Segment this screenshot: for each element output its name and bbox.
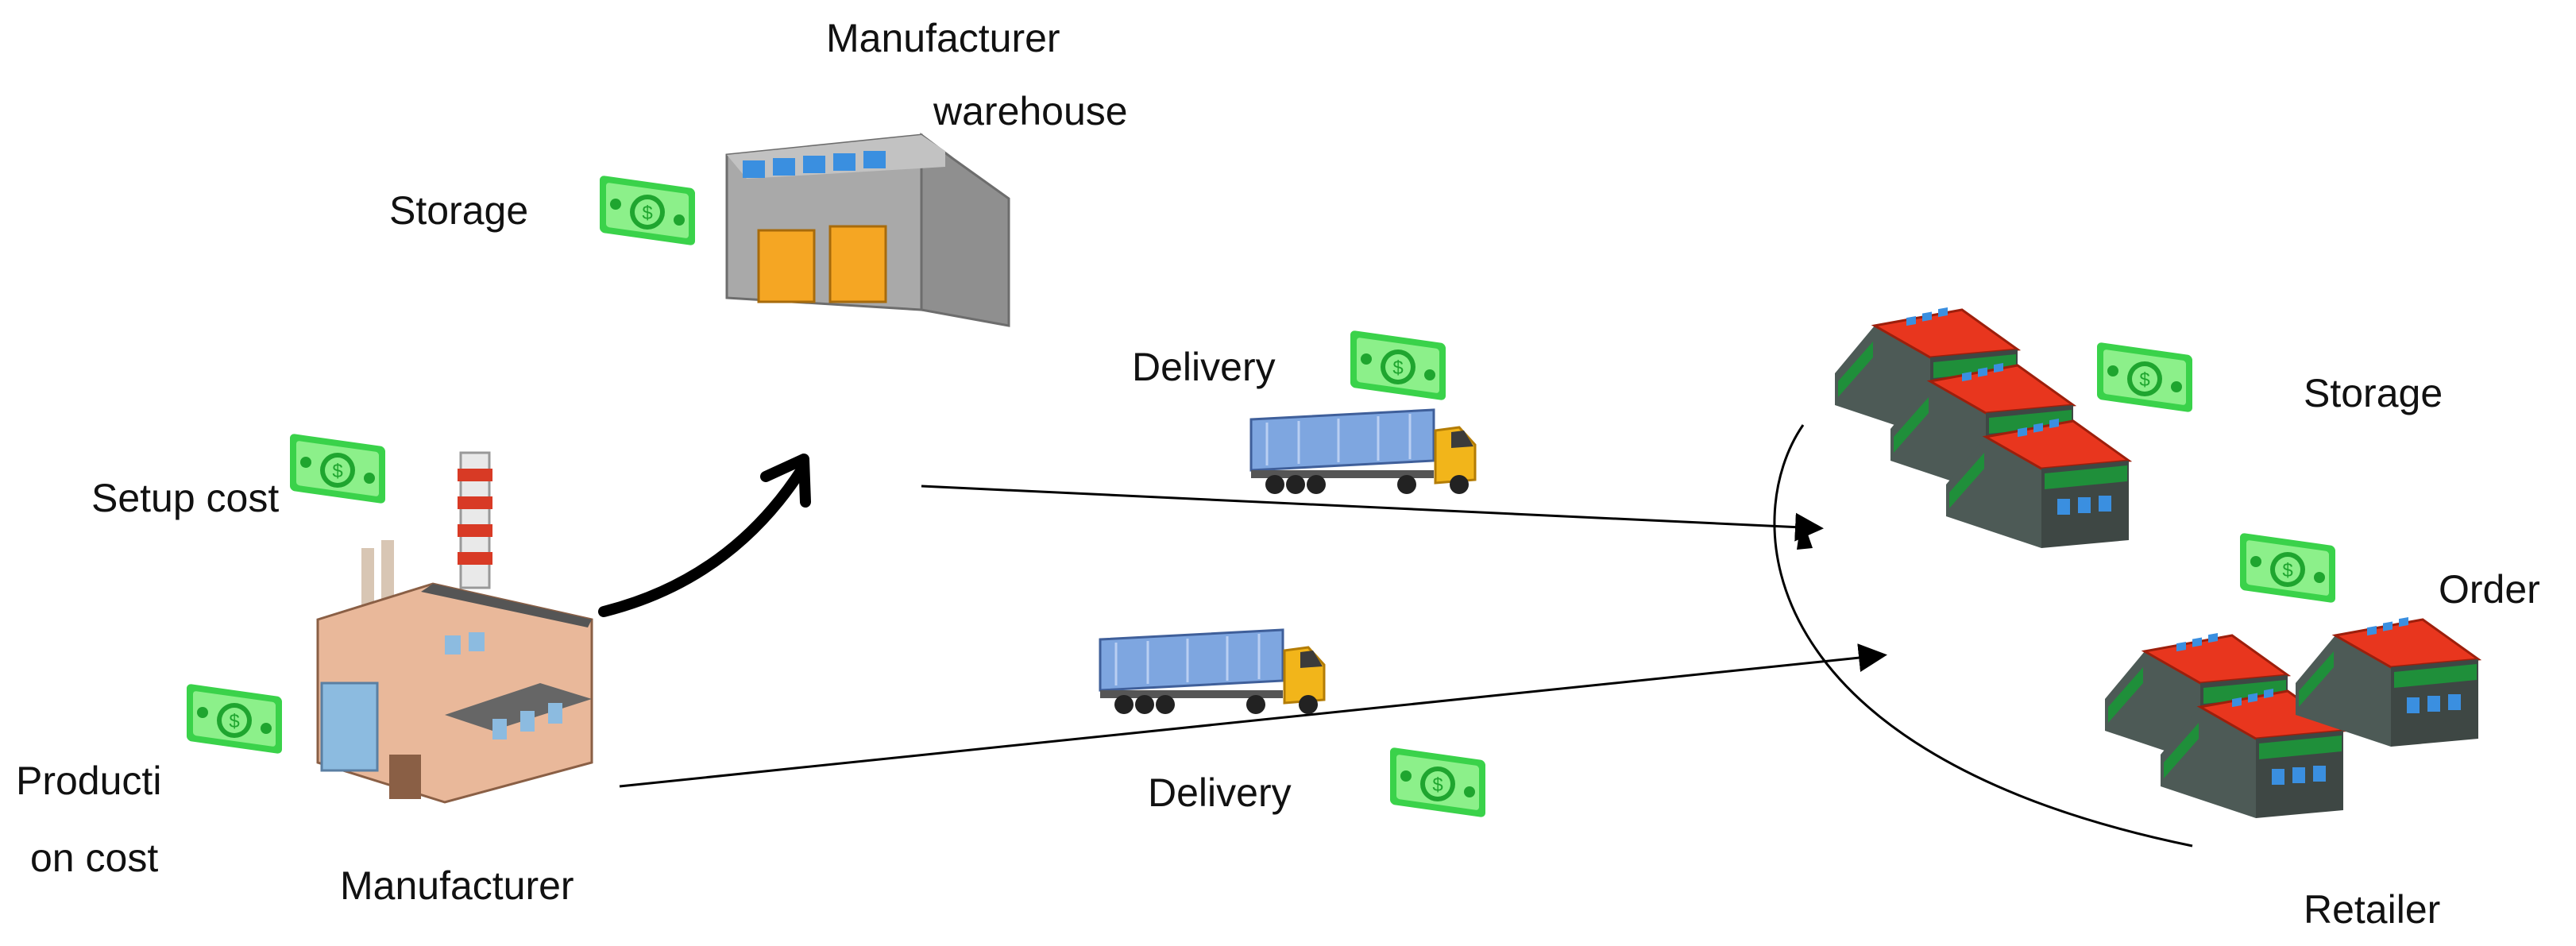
truck-icon <box>1249 408 1477 496</box>
retailer-label: Retailer <box>2304 887 2441 932</box>
warehouse-title-line2: warehouse <box>933 89 1128 133</box>
money-icon <box>187 683 282 755</box>
manufacturer-to-retailer-line <box>619 643 1887 788</box>
money-icon <box>2240 532 2335 604</box>
money-icon <box>1390 747 1485 818</box>
money-icon <box>2097 342 2192 413</box>
truck-icon <box>1099 628 1326 716</box>
money-icon <box>1350 330 1446 401</box>
production-cost-label-line2: on cost <box>30 836 159 880</box>
warehouse-title-line1: Manufacturer <box>826 16 1060 60</box>
factory-icon <box>316 451 593 804</box>
delivery-label-bottom: Delivery <box>1148 770 1292 815</box>
storage-label-right: Storage <box>2304 371 2443 415</box>
manufacturer-label: Manufacturer <box>340 863 574 908</box>
retailer-cycle-arc <box>1773 424 2193 848</box>
warehouse-to-retailer-line <box>921 485 1824 542</box>
money-icon <box>290 433 385 504</box>
retailer-arc-arrowhead <box>1797 516 1813 550</box>
production-cost-label-line1: Producti <box>16 759 162 803</box>
order-label: Order <box>2439 567 2540 612</box>
money-icon <box>600 175 695 246</box>
storage-label-left: Storage <box>389 188 529 233</box>
delivery-label-top: Delivery <box>1132 345 1276 389</box>
setup-cost-label: Setup cost <box>91 476 280 520</box>
warehouse-icon <box>725 133 1010 327</box>
factory-to-warehouse-arrow <box>598 463 808 617</box>
connectors <box>598 424 2193 848</box>
